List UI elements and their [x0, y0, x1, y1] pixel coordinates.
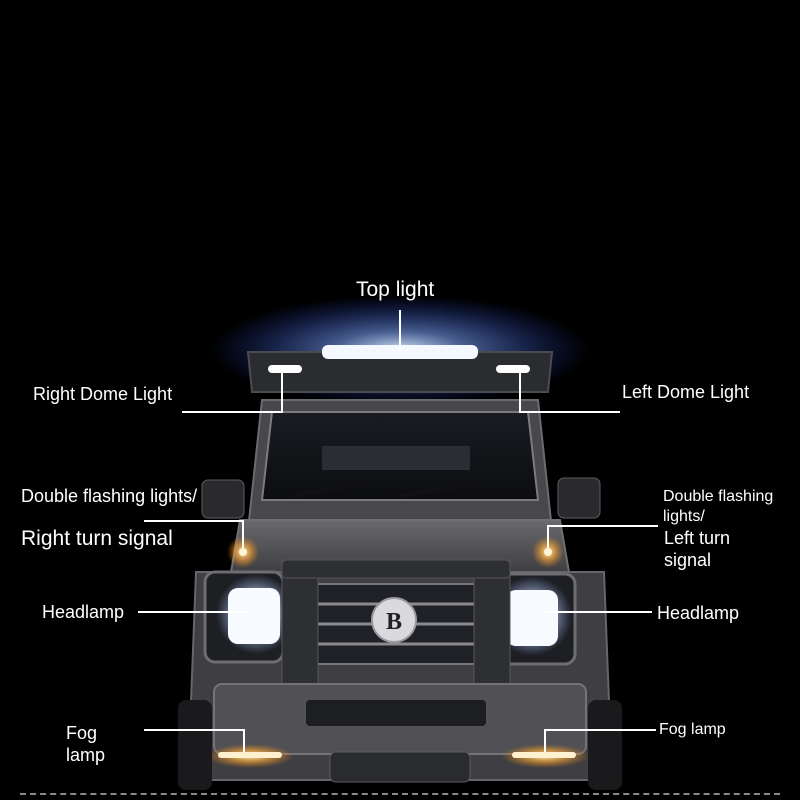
leader-right-dome [182, 372, 283, 413]
label-right-dome-light: Right Dome Light [33, 384, 173, 404]
bottom-dashed-divider [20, 793, 780, 795]
label-double-flashing-right-2: Right turn signal [21, 527, 173, 550]
brand-badge-letter: B [386, 609, 402, 635]
label-double-flashing-left-3: Left turn [664, 528, 731, 548]
label-fog-lamp-left: Fog lamp [659, 721, 726, 738]
label-double-flashing-right-1: Double flashing lights/ [21, 486, 198, 506]
brand-badge [371, 597, 417, 643]
leader-fog-left [544, 729, 656, 752]
mirror-right [201, 479, 245, 519]
label-fog-lamp-right-2: lamp [66, 745, 106, 765]
wheel-right [178, 700, 212, 790]
headlamp-lens-right [228, 588, 280, 644]
wheel-left [588, 700, 622, 790]
leader-left-turn [547, 525, 658, 548]
label-top-light: Top light [356, 278, 435, 301]
leader-left-dome [519, 372, 620, 413]
bumper-slot [306, 700, 486, 726]
label-left-dome-light: Left Dome Light [622, 382, 750, 402]
headlamp-lens-left [506, 590, 558, 646]
left-dome-led [496, 365, 530, 373]
left-turn-signal [544, 548, 552, 556]
tow-hook-plate [329, 751, 471, 783]
wiper-right [399, 482, 471, 498]
fog-lamp-right [218, 752, 282, 758]
bull-bar-cross [281, 559, 511, 579]
interior-seat [322, 446, 470, 470]
leader-fog-right [144, 729, 245, 752]
label-headlamp-right: Headlamp [42, 602, 125, 622]
leader-right-turn [144, 520, 244, 548]
label-double-flashing-left-1: Double flashing [663, 488, 774, 505]
right-dome-led [268, 365, 302, 373]
label-fog-lamp-right-1: Fog [66, 723, 98, 743]
label-double-flashing-left-4: signal [664, 550, 712, 570]
leader-lines [138, 310, 658, 752]
fog-lamp-left [512, 752, 576, 758]
right-turn-signal [239, 548, 247, 556]
label-double-flashing-left-2: lights/ [663, 508, 705, 525]
wiper-left [289, 482, 361, 498]
mirror-left [557, 477, 601, 519]
label-headlamp-left: Headlamp [657, 603, 740, 623]
